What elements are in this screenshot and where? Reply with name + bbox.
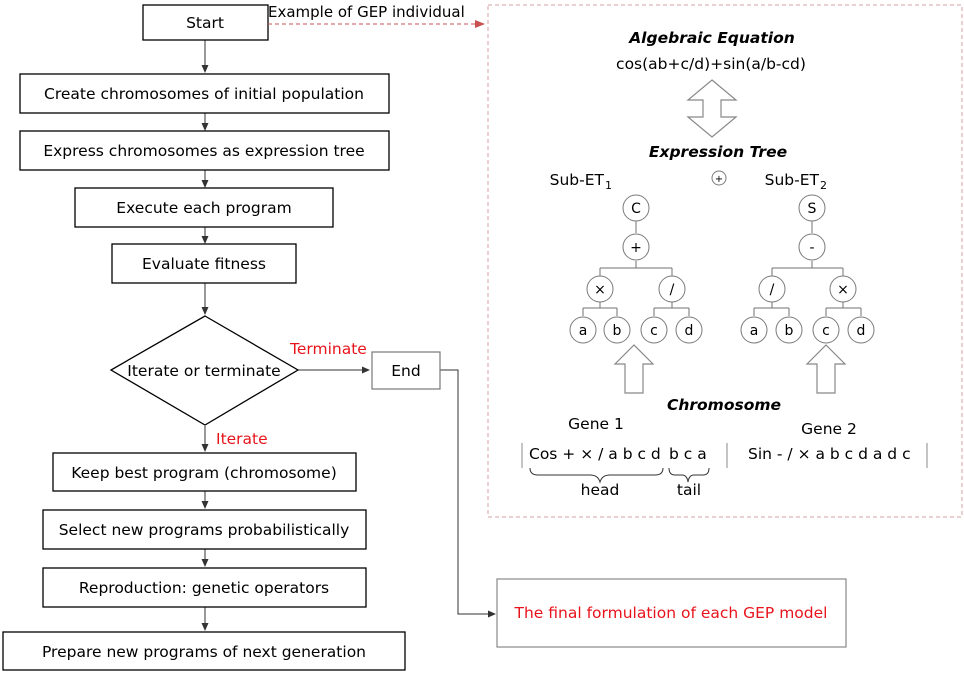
tree-1-level1-node: + [622,233,650,261]
execute-box: Execute each program [74,187,334,228]
gene-2-up-arrow [805,344,847,394]
equation-tree-arrow [686,79,738,138]
start-label: Start [186,14,224,32]
iterate-label: Iterate [216,430,268,448]
end-box: End [371,351,441,390]
tree-2-multiply-node: × [829,275,857,303]
tree-2-level1-node: - [798,233,826,261]
tree-1-leaf-a: a [569,316,597,344]
svg-text:2: 2 [820,179,827,192]
tree-1-divide-node: / [658,275,686,303]
svg-text:d: d [685,323,694,339]
tree-2-leaf-a: a [740,316,768,344]
svg-text:/: / [770,282,775,298]
create-box: Create chromosomes of initial population [19,73,390,114]
svg-text:Sub-ET: Sub-ET [765,171,820,189]
svg-text:+: + [630,240,642,256]
gene-2-sequence: Sin - / × a b c d a d c [748,445,911,463]
chromosome-title: Chromosome [667,396,781,414]
sub-et-1-label: Sub-ET 1 [550,171,612,192]
tree-1: C + × / a b c d [569,194,703,344]
keep-label: Keep best program (chromosome) [71,464,337,482]
sub-et-2-label: Sub-ET 2 [765,171,827,192]
svg-text:Sub-ET: Sub-ET [550,171,605,189]
tree-1-leaf-d: d [675,316,703,344]
svg-text:×: × [837,282,849,298]
final-box: The final formulation of each GEP model [496,578,847,648]
tree-2-leaf-c: c [812,316,840,344]
flow-connectors [201,40,496,631]
example-caption: Example of GEP individual [268,3,465,21]
tree-1-multiply-node: × [586,275,614,303]
end-label: End [391,362,420,380]
select-label: Select new programs probabilistically [59,521,350,539]
svg-text:C: C [631,201,641,217]
head-brace [529,467,664,484]
svg-text:/: / [670,282,675,298]
tree-title: Expression Tree [649,143,787,161]
create-label: Create chromosomes of initial population [44,85,364,103]
evaluate-label: Evaluate fitness [142,255,266,273]
svg-text:c: c [650,323,658,339]
prepare-box: Prepare new programs of next generation [2,631,406,671]
tree-1-leaf-c: c [640,316,668,344]
svg-text:a: a [579,323,588,339]
tree-1-leaf-b: b [603,316,631,344]
plus-join-node: + [711,170,727,186]
svg-text:-: - [809,240,814,256]
execute-label: Execute each program [116,199,291,217]
gene-1-tail-sequence: b c a [669,445,707,463]
head-label: head [581,481,620,499]
gene-1-label: Gene 1 [568,415,624,433]
equation-title: Algebraic Equation [628,29,795,47]
decision-label: Iterate or terminate [127,362,280,380]
tree-2-divide-node: / [758,275,786,303]
tree-2-root-node: S [798,194,826,222]
svg-text:+: + [715,174,723,185]
svg-text:×: × [594,282,606,298]
svg-text:a: a [750,323,759,339]
tree-edges [582,221,862,316]
chromosome-row: Cos + × / a b c d b c a Sin - / × a b c … [521,443,928,468]
tail-brace [668,467,710,483]
express-label: Express chromosomes as expression tree [43,142,364,160]
prepare-label: Prepare new programs of next generation [42,643,366,661]
svg-text:S: S [808,201,817,217]
svg-text:d: d [857,323,866,339]
svg-text:1: 1 [605,179,612,192]
express-box: Express chromosomes as expression tree [19,130,390,171]
tree-1-root-node: C [622,194,650,222]
tail-label: tail [677,481,701,499]
terminate-label: Terminate [289,340,367,358]
gene-1-up-arrow [613,344,655,394]
example-panel [487,4,963,518]
svg-text:c: c [822,323,830,339]
tree-2-leaf-b: b [775,316,803,344]
tree-2-leaf-d: d [847,316,875,344]
svg-text:b: b [613,323,622,339]
gene-1-head-sequence: Cos + × / a b c d [529,445,661,463]
final-label: The final formulation of each GEP model [514,604,828,622]
gene-2-label: Gene 2 [801,420,857,438]
decision-diamond: Iterate or terminate [109,315,300,426]
select-box: Select new programs probabilistically [42,509,367,550]
start-box: Start [142,4,269,41]
tree-2: S - / × a b c d [740,194,875,344]
evaluate-box: Evaluate fitness [111,243,297,284]
reproduce-label: Reproduction: genetic operators [79,579,329,597]
equation-text: cos(ab+c/d)+sin(a/b-cd) [616,55,806,73]
reproduce-box: Reproduction: genetic operators [42,567,367,608]
svg-text:b: b [785,323,794,339]
keep-box: Keep best program (chromosome) [52,452,357,492]
